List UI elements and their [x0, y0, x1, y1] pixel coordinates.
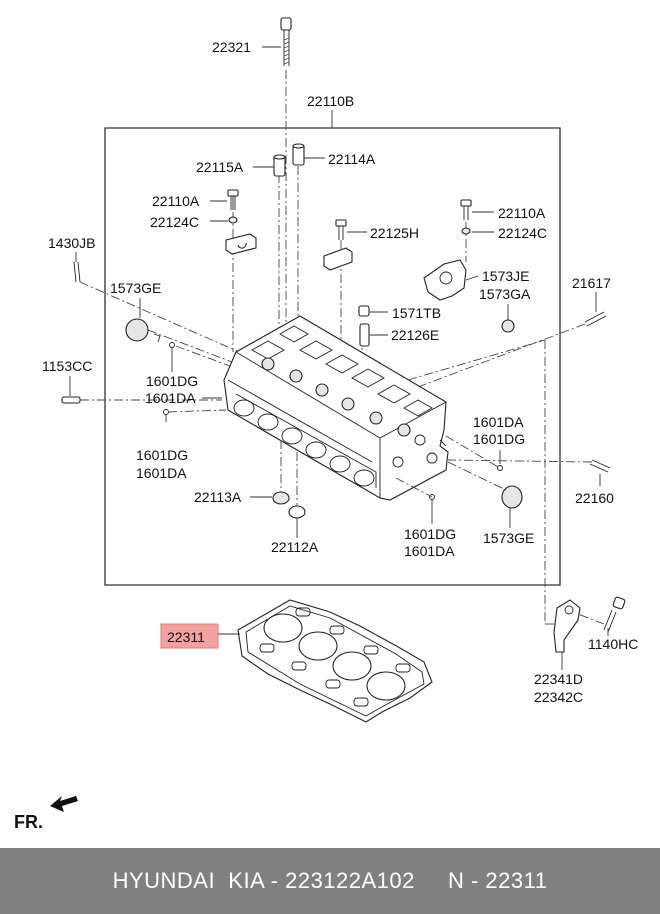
label-1573GA: 1573GA — [479, 286, 531, 302]
hanger-bracket-part — [553, 599, 581, 653]
washer-left-part — [228, 216, 238, 224]
parts-diagram: 22321 22110B 22115A 22114A 22110A 22124C… — [14, 17, 638, 832]
front-direction-arrow-icon — [50, 796, 78, 812]
label-22124C-right: 22124C — [498, 225, 547, 241]
label-22115A: 22115A — [196, 159, 244, 175]
stud-21617-part — [584, 311, 607, 327]
cylinder-head-part — [223, 315, 449, 501]
part-number-text: HYUNDAI KIA - 223122A102 N - 22311 — [112, 868, 548, 893]
label-22110A-right: 22110A — [498, 205, 546, 221]
label-22341D: 22341D — [534, 671, 583, 687]
dowel-sleeve-part — [292, 143, 305, 166]
plug-1601-left-upper — [169, 342, 175, 348]
label-22124C-left: 22124C — [150, 214, 199, 230]
head-bolt-part — [280, 17, 292, 66]
label-22160: 22160 — [575, 490, 614, 506]
label-1153CC: 1153CC — [42, 358, 92, 374]
label-fr: FR. — [14, 812, 43, 832]
plug-1601-left-lower — [163, 409, 169, 415]
bearing-cap-center — [323, 247, 353, 271]
label-1573GE-top: 1573GE — [110, 280, 161, 296]
washer-right-part — [461, 227, 471, 235]
plug-1573GA-part — [501, 319, 515, 333]
label-22110A-left: 22110A — [152, 193, 200, 209]
plug-1601-bottom — [429, 494, 435, 500]
label-22125H: 22125H — [370, 225, 419, 241]
label-22114A: 22114A — [328, 151, 376, 167]
stud-1430JB-part — [73, 261, 81, 283]
label-22112A: 22112A — [271, 539, 319, 555]
label-1601DA-a: 1601DA — [145, 390, 196, 406]
label-21617: 21617 — [572, 275, 611, 291]
label-1430JB: 1430JB — [48, 235, 95, 251]
label-1573GE-bottom: 1573GE — [483, 530, 534, 546]
bolt-1140HC-part — [603, 596, 626, 633]
bearing-cap-left — [225, 233, 257, 255]
label-1601DG-b: 1601DG — [136, 447, 188, 463]
plug-1571TB-part — [358, 305, 370, 317]
cap-bolt-center-part — [335, 219, 347, 240]
label-22321: 22321 — [212, 39, 251, 55]
plug-1573GE-top-part — [125, 318, 149, 342]
label-1601DG-c: 1601DG — [473, 431, 525, 447]
label-1601DA-b: 1601DA — [136, 465, 187, 481]
head-gasket-part — [237, 599, 433, 723]
cap-bolt-right-part — [460, 199, 472, 220]
cap-bolt-left-part — [227, 189, 239, 210]
highlighted-part-box — [160, 623, 219, 649]
assembly-frame — [104, 127, 561, 586]
front-bracket-part — [423, 259, 467, 301]
label-1140HC: 1140HC — [588, 636, 638, 652]
pipe-22126E-part — [359, 323, 370, 347]
label-22113A: 22113A — [194, 489, 242, 505]
stud-1153CC-part — [61, 396, 81, 404]
label-1571TB: 1571TB — [392, 305, 441, 321]
label-1601DA-c: 1601DA — [473, 414, 524, 430]
label-1601DG-d: 1601DG — [404, 526, 456, 542]
plug-1573GE-bottom-part — [501, 485, 523, 509]
seal-22112A-part — [288, 505, 306, 519]
label-1573JE: 1573JE — [482, 268, 529, 284]
label-22311: 22311 — [167, 629, 205, 645]
label-1601DA-d: 1601DA — [404, 543, 455, 559]
label-22110B: 22110B — [307, 93, 354, 109]
plug-1601-right — [497, 465, 503, 471]
label-22342C: 22342C — [534, 689, 583, 705]
label-22126E: 22126E — [391, 327, 439, 343]
part-number-footer: HYUNDAI KIA - 223122A102 N - 22311 — [0, 848, 660, 914]
seal-22113A-part — [272, 491, 290, 505]
stud-22160-part — [589, 459, 611, 473]
dowel-pin-part — [273, 154, 286, 177]
label-1601DG-a: 1601DG — [146, 373, 198, 389]
